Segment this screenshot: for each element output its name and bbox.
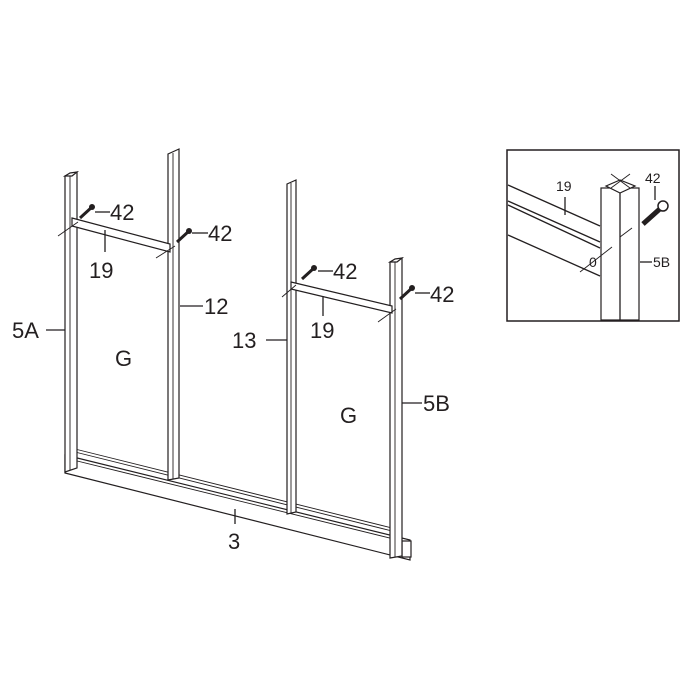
- label-beam-19: 19: [310, 318, 334, 343]
- beam-19-right: [281, 281, 397, 323]
- inset-label-hole: 0: [589, 254, 597, 270]
- label-beam-19: 19: [89, 258, 113, 283]
- screw-head-icon: [657, 200, 669, 212]
- label-bottom-rail-3: 3: [228, 529, 240, 554]
- label-post-5a: 5A: [12, 318, 39, 343]
- screw-icon: [78, 204, 415, 301]
- leader-lines: [46, 211, 430, 524]
- label-screw-42: 42: [333, 259, 357, 284]
- label-screw-42: 42: [110, 200, 134, 225]
- inset-label-post-5b: 5B: [653, 254, 670, 270]
- post-5b: [387, 257, 405, 559]
- label-screw-42: 42: [430, 282, 454, 307]
- post-13: [286, 179, 297, 515]
- post-12: [167, 148, 180, 481]
- label-screw-42: 42: [208, 221, 232, 246]
- label-panel-g: G: [340, 403, 357, 428]
- label-post-5b: 5B: [423, 391, 450, 416]
- post-5a: [62, 171, 80, 473]
- beam-19-left: [57, 217, 176, 259]
- inset-label-screw-42: 42: [645, 170, 661, 186]
- inset-label-beam-19: 19: [556, 178, 572, 194]
- label-post-12: 12: [204, 294, 228, 319]
- label-panel-g: G: [115, 346, 132, 371]
- detail-inset: [506, 149, 680, 322]
- label-post-13: 13: [232, 328, 256, 353]
